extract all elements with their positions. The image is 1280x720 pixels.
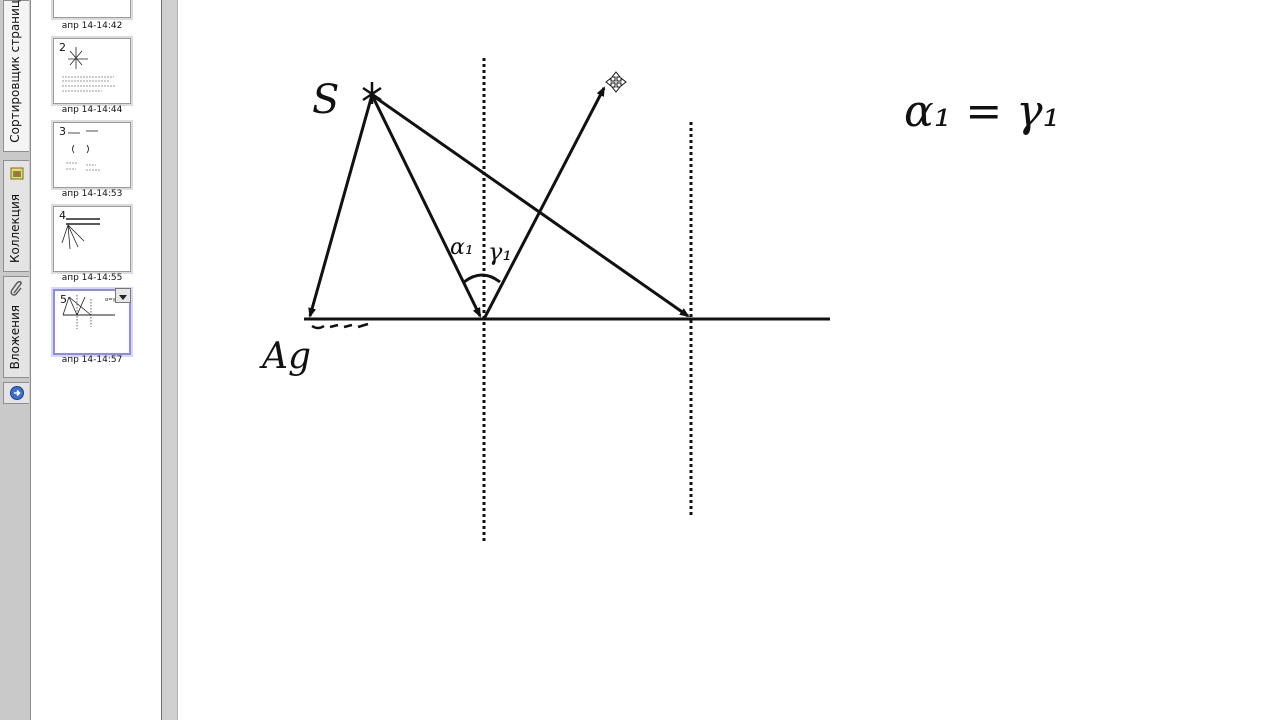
- page-thumbnail-number: 5: [60, 293, 67, 306]
- optics-diagram: S α₁ γ₁ α₁ = γ₁ Ag: [259, 58, 1060, 544]
- tab-gallery[interactable]: Коллекция: [3, 160, 29, 272]
- page-thumbnail-time: апр 14-14:53: [61, 189, 123, 199]
- thumbnail-preview: [61, 218, 100, 250]
- page-thumbnail-number: 4: [59, 209, 66, 222]
- ray-to-left: [308, 94, 374, 318]
- svg-text:α=γ: α=γ: [105, 297, 115, 303]
- light-source-star: [362, 82, 382, 104]
- whiteboard-canvas[interactable]: S α₁ γ₁ α₁ = γ₁ Ag: [178, 0, 1280, 720]
- ray-to-right: [371, 93, 690, 318]
- tab-attachments-label: Вложения: [8, 304, 22, 369]
- page-thumbnail-number: 3: [59, 125, 66, 138]
- angle-reflection-label: γ₁: [488, 238, 512, 266]
- tab-page-sorter[interactable]: Сортировщик страниц: [3, 0, 29, 152]
- source-label: S: [312, 77, 339, 123]
- properties-icon: [10, 386, 24, 400]
- incident-ray: [370, 94, 482, 318]
- reflected-ray: [482, 86, 606, 320]
- thumbnail-menu-button[interactable]: [115, 288, 131, 303]
- dropdown-arrow-icon: [119, 295, 127, 300]
- page-thumbnail-time: апр 14-14:44: [61, 105, 123, 115]
- tab-attachments[interactable]: Вложения: [3, 276, 29, 378]
- tab-properties[interactable]: [3, 382, 29, 404]
- page-sorter-panel: апр 14-14:42 2 апр 14-14:44 3: [31, 0, 185, 720]
- angle-arc: [463, 273, 501, 284]
- move-cursor-icon: [605, 71, 627, 93]
- panel-splitter[interactable]: [161, 0, 178, 720]
- tab-page-sorter-label: Сортировщик страниц: [8, 0, 22, 143]
- page-thumbnail-2[interactable]: 2: [53, 38, 131, 104]
- paperclip-icon: [10, 281, 22, 296]
- page-thumbnail-number: 2: [59, 41, 66, 54]
- side-tab-strip: Сортировщик страниц Коллекция Вложения: [0, 0, 31, 720]
- thumbnail-preview: [66, 130, 100, 171]
- page-thumbnail-3[interactable]: 3: [53, 122, 131, 188]
- page-thumbnail-time: апр 14-14:55: [61, 273, 123, 283]
- silver-coating-hatch: [311, 322, 369, 330]
- thumbnail-preview: [62, 47, 116, 92]
- tab-gallery-label: Коллекция: [8, 193, 22, 263]
- material-label: Ag: [259, 336, 311, 377]
- reflection-law-equation: α₁ = γ₁: [904, 86, 1060, 137]
- gallery-icon: [10, 167, 24, 180]
- page-thumbnail-1[interactable]: [53, 0, 131, 18]
- page-thumbnail-time: апр 14-14:42: [61, 21, 123, 31]
- page-thumbnail-time: апр 14-14:57: [61, 355, 123, 365]
- angle-incidence-label: α₁: [450, 235, 474, 260]
- thumbnail-preview: α=γ: [62, 295, 115, 329]
- page-thumbnail-4[interactable]: 4: [53, 206, 131, 272]
